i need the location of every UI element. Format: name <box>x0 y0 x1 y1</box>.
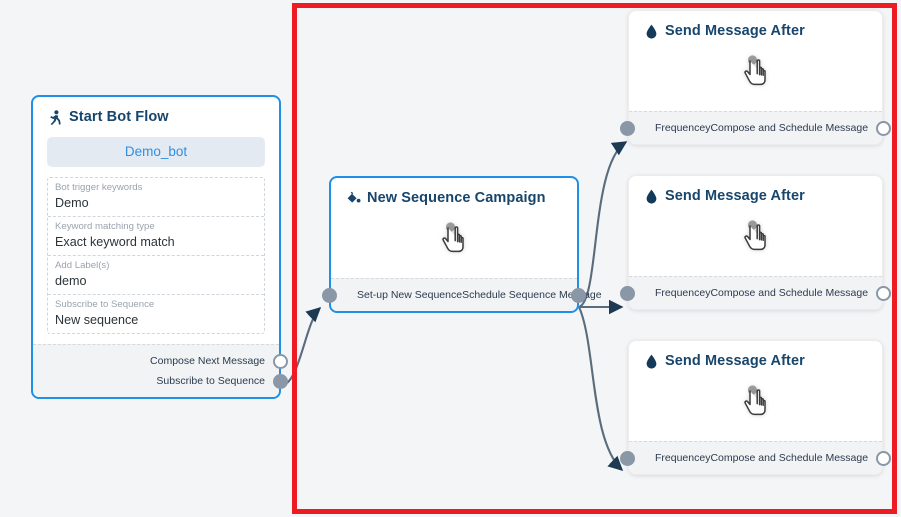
port-label-in: Frequencey <box>655 122 711 134</box>
hand-pointer-icon <box>643 212 868 266</box>
port-schedule-sequence-message[interactable] <box>571 288 586 303</box>
bot-settings-fields: Bot trigger keywords Demo Keyword matchi… <box>47 177 265 334</box>
running-person-icon <box>47 109 63 125</box>
port-row-sequence: Set-up New Sequence Schedule Sequence Me… <box>322 285 602 305</box>
port-compose-and-schedule-2[interactable] <box>876 286 891 301</box>
send-message-after-footer-1: Frequencey Compose and Schedule Message <box>620 111 891 144</box>
field-add-labels[interactable]: Add Label(s) demo <box>48 256 264 295</box>
droplet-icon <box>643 188 659 204</box>
send-message-after-footer-2: Frequencey Compose and Schedule Message <box>620 276 891 309</box>
field-label: Keyword matching type <box>55 221 155 232</box>
send-message-after-footer-3: Frequencey Compose and Schedule Message <box>620 441 891 474</box>
port-compose-and-schedule-3[interactable] <box>876 451 891 466</box>
port-frequency-in-3[interactable] <box>620 451 635 466</box>
node-new-sequence-campaign[interactable]: New Sequence Campaign Set-up New Sequenc… <box>322 176 602 313</box>
port-label-in: Frequencey <box>655 452 711 464</box>
field-label: Add Label(s) <box>55 260 110 271</box>
node-title-label: Send Message After <box>665 353 805 369</box>
send-message-after-body-3 <box>629 373 882 441</box>
edge-sequence-to-card-1 <box>578 141 628 308</box>
field-keyword-matching-type[interactable]: Keyword matching type Exact keyword matc… <box>48 217 264 256</box>
node-title-label: Send Message After <box>665 23 805 39</box>
port-row-send-message-3: Frequencey Compose and Schedule Message <box>620 448 891 468</box>
port-compose-next-message[interactable] <box>273 354 288 369</box>
port-subscribe-to-sequence[interactable] <box>273 374 288 389</box>
node-title-label: Start Bot Flow <box>69 109 169 125</box>
edge-sequence-to-card-3 <box>578 306 624 472</box>
port-row-send-message-1: Frequencey Compose and Schedule Message <box>620 118 891 138</box>
field-bot-trigger-keywords[interactable]: Bot trigger keywords Demo <box>48 178 264 217</box>
field-subscribe-to-sequence[interactable]: Subscribe to Sequence New sequence <box>48 295 264 333</box>
node-send-message-after-1[interactable]: Send Message After Frequencey Compose an… <box>620 10 891 145</box>
port-label-out: Compose and Schedule Message <box>710 452 869 464</box>
edge-start-to-sequence <box>280 306 322 388</box>
node-title-send-message-after-3: Send Message After <box>629 341 882 373</box>
start-bot-flow-footer: Compose Next Message Subscribe to Sequen… <box>33 344 288 397</box>
port-label-out: Compose and Schedule Message <box>710 287 869 299</box>
send-message-after-body-1 <box>629 43 882 111</box>
field-label: Subscribe to Sequence <box>55 299 155 310</box>
port-row-compose-next-message: Compose Next Message <box>33 351 288 371</box>
port-label-out: Compose and Schedule Message <box>710 122 869 134</box>
new-sequence-campaign-body <box>331 210 577 278</box>
new-sequence-campaign-footer: Set-up New Sequence Schedule Sequence Me… <box>322 278 602 311</box>
node-send-message-after-2[interactable]: Send Message After Frequencey Compose an… <box>620 175 891 310</box>
port-frequency-in-2[interactable] <box>620 286 635 301</box>
port-label: Compose Next Message <box>150 355 265 367</box>
send-message-after-body-2 <box>629 208 882 276</box>
port-label-in: Set-up New Sequence <box>357 289 463 301</box>
port-frequency-in-1[interactable] <box>620 121 635 136</box>
field-value: Exact keyword match <box>55 235 175 249</box>
port-label-out: Schedule Sequence Message <box>462 289 602 301</box>
hand-pointer-icon <box>345 214 563 268</box>
field-label: Bot trigger keywords <box>55 182 143 193</box>
port-label-in: Frequencey <box>655 287 711 299</box>
port-label: Subscribe to Sequence <box>156 375 265 387</box>
start-bot-flow-body: Demo_bot Bot trigger keywords Demo Keywo… <box>33 129 279 344</box>
bot-chip[interactable]: Demo_bot <box>47 137 265 167</box>
node-title-send-message-after-1: Send Message After <box>629 11 882 43</box>
port-compose-and-schedule-1[interactable] <box>876 121 891 136</box>
node-title-label: New Sequence Campaign <box>367 190 546 206</box>
node-send-message-after-3[interactable]: Send Message After Frequencey Compose an… <box>620 340 891 475</box>
node-start-bot-flow[interactable]: Start Bot Flow Demo_bot Bot trigger keyw… <box>31 95 288 399</box>
paint-pour-icon <box>345 190 361 206</box>
hand-pointer-icon <box>643 377 868 431</box>
node-title-label: Send Message After <box>665 188 805 204</box>
field-value: demo <box>55 274 87 288</box>
port-row-subscribe-to-sequence: Subscribe to Sequence <box>33 371 288 391</box>
node-title-new-sequence-campaign: New Sequence Campaign <box>331 178 577 210</box>
port-row-send-message-2: Frequencey Compose and Schedule Message <box>620 283 891 303</box>
droplet-icon <box>643 353 659 369</box>
port-set-up-new-sequence[interactable] <box>322 288 337 303</box>
hand-pointer-icon <box>643 47 868 101</box>
field-value: New sequence <box>55 313 139 327</box>
node-title-send-message-after-2: Send Message After <box>629 176 882 208</box>
field-value: Demo <box>55 196 89 210</box>
droplet-icon <box>643 23 659 39</box>
node-title-start-bot-flow: Start Bot Flow <box>33 97 279 129</box>
